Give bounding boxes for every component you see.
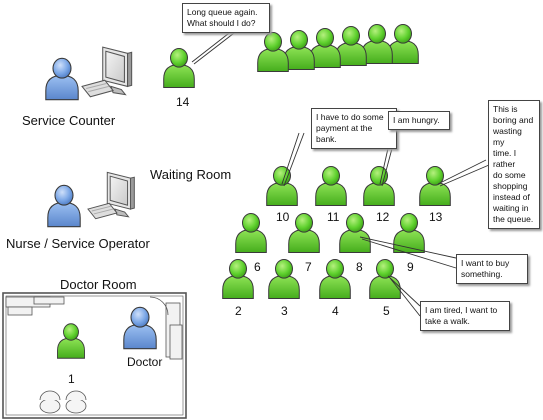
number-14: 14 — [176, 95, 190, 109]
patient-5-figure — [369, 258, 401, 300]
patient-2-figure — [222, 258, 254, 300]
service-counter-staff-figure — [44, 57, 80, 101]
doctor-room-label: Doctor Room — [60, 277, 137, 292]
speech-bubble-13: This is boring and wasting my time. I ra… — [488, 100, 540, 229]
doctor-figure — [123, 306, 157, 350]
waiting-room-patients — [222, 165, 451, 300]
service-counter-computer — [81, 46, 133, 98]
patient-13-figure — [419, 165, 451, 207]
waiting-room-label: Waiting Room — [150, 167, 232, 182]
patient-6-figure — [235, 212, 267, 254]
number-10: 10 — [276, 210, 290, 224]
speech-bubble-14: Long queue again. What should I do? — [182, 3, 270, 33]
speech-bubble-10: I have to do some payment at the bank. — [311, 108, 397, 149]
number-5: 5 — [383, 304, 390, 318]
patient-11-figure — [315, 165, 347, 207]
patient-4-figure — [319, 258, 351, 300]
doctor-label: Doctor — [127, 355, 163, 369]
speech-bubble-12: I am hungry. — [388, 111, 450, 130]
patient-7-figure — [288, 212, 320, 254]
number-8: 8 — [356, 260, 363, 274]
patient-8-figure — [339, 212, 371, 254]
number-3: 3 — [281, 304, 288, 318]
number-1: 1 — [68, 372, 75, 386]
patient-1-figure — [56, 323, 86, 359]
nurse-label: Nurse / Service Operator — [6, 236, 150, 251]
number-6: 6 — [254, 260, 261, 274]
patient-14-figure — [163, 47, 195, 89]
number-7: 7 — [305, 260, 312, 274]
patient-9-figure — [393, 212, 425, 254]
patient-10-figure — [266, 165, 298, 207]
service-counter-label: Service Counter — [22, 113, 116, 128]
patient-12-figure — [363, 165, 395, 207]
nurse-figure — [47, 184, 81, 228]
number-11: 11 — [327, 210, 340, 224]
doctor-room-walls — [2, 292, 187, 419]
nurse-computer — [87, 171, 135, 220]
number-2: 2 — [235, 304, 242, 318]
patient-3-figure — [268, 258, 300, 300]
counter-queue — [257, 23, 419, 73]
speech-bubble-5: I am tired, I want to take a walk. — [420, 301, 510, 331]
number-13: 13 — [429, 210, 443, 224]
speech-bubble-8: I want to buy something. — [456, 254, 528, 284]
number-4: 4 — [332, 304, 339, 318]
number-9: 9 — [407, 260, 414, 274]
number-12: 12 — [376, 210, 390, 224]
